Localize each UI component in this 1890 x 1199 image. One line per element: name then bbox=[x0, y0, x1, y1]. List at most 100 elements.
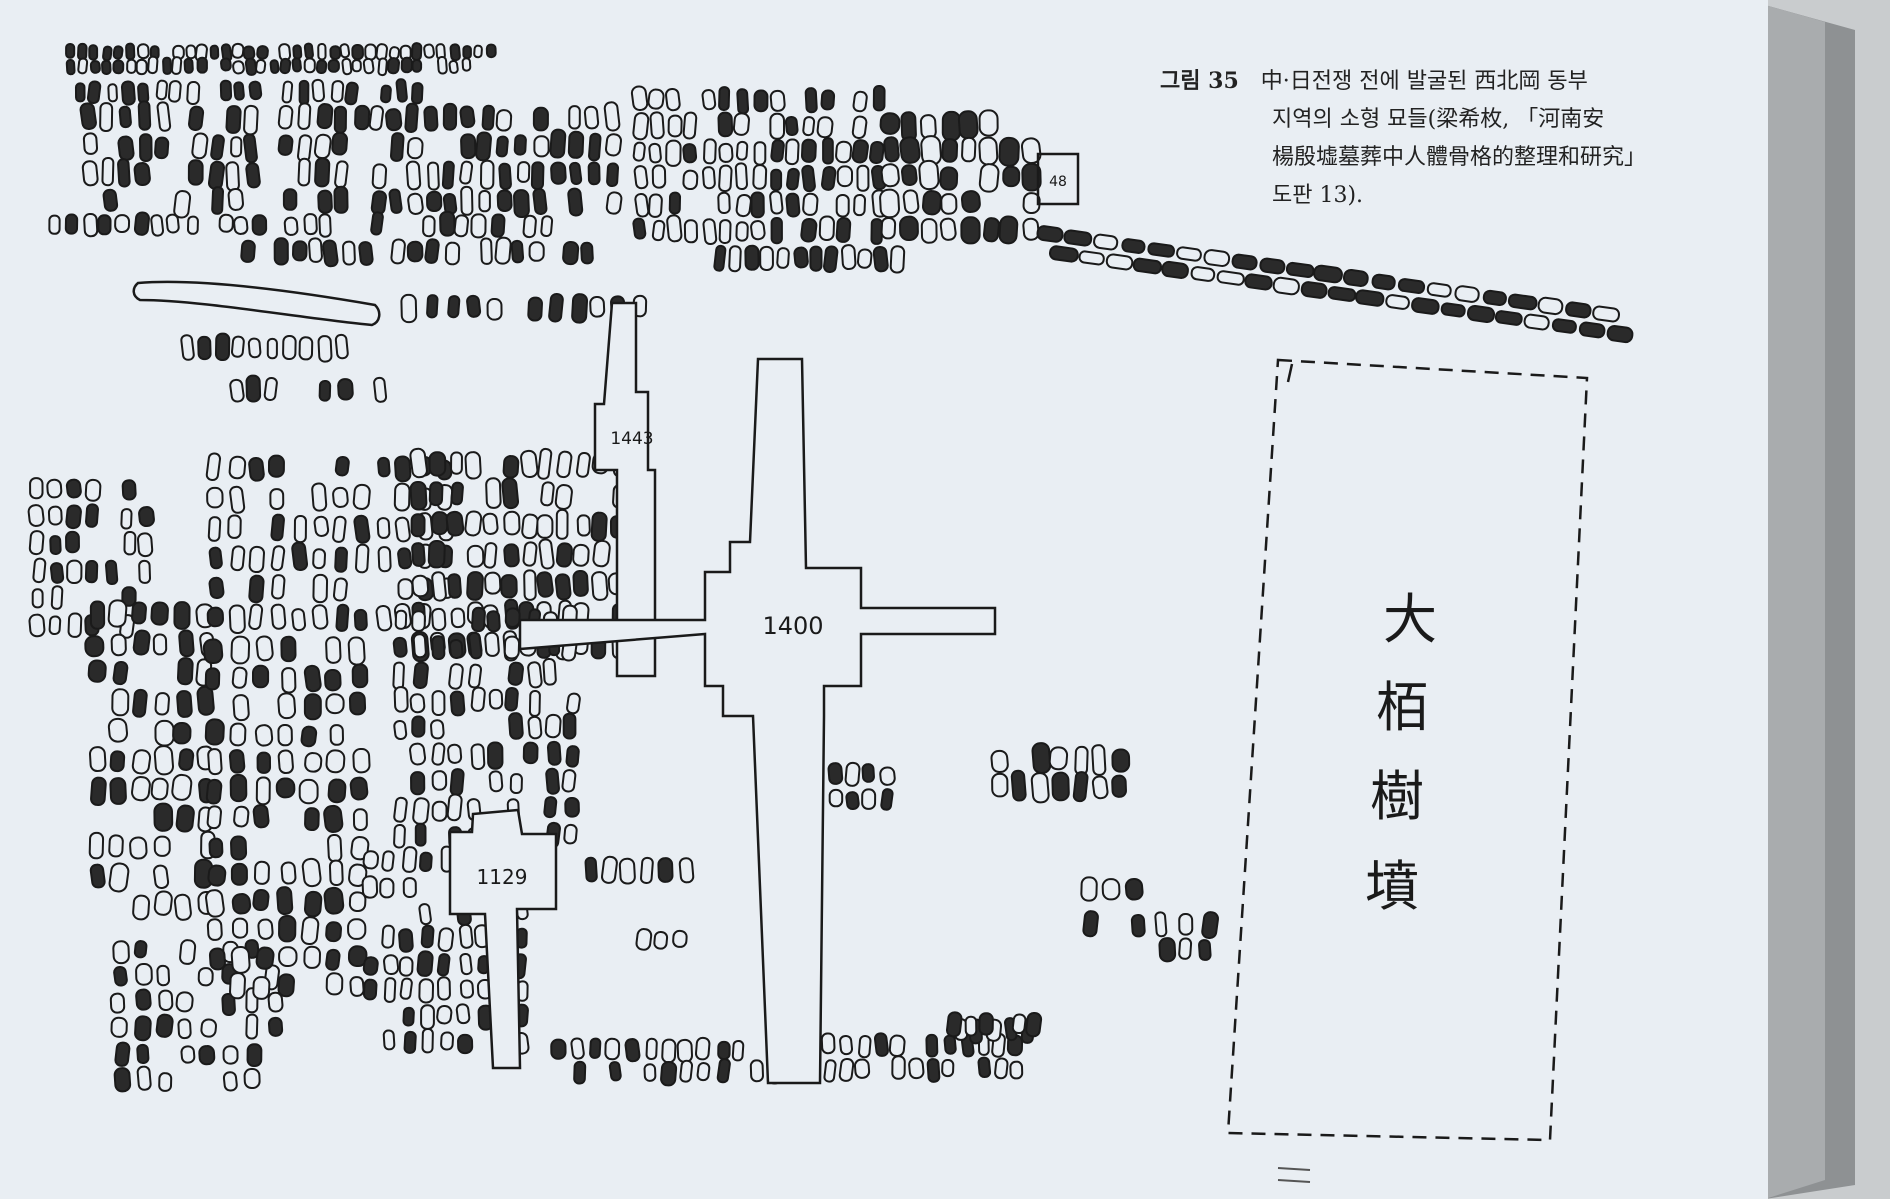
burial-pit bbox=[110, 633, 127, 657]
burial-pit bbox=[205, 889, 225, 918]
burial-pit bbox=[453, 214, 469, 238]
burial-pit bbox=[402, 877, 417, 899]
burial-pit bbox=[77, 57, 89, 75]
burial-pit bbox=[945, 1011, 963, 1038]
burial-pit bbox=[280, 635, 297, 663]
burial-pit bbox=[567, 130, 585, 159]
burial-pit bbox=[107, 599, 128, 628]
burial-pit bbox=[362, 978, 378, 1001]
burial-pit bbox=[735, 221, 749, 242]
burial-pit bbox=[1030, 772, 1050, 804]
burial-pit bbox=[341, 57, 353, 76]
burial-pit bbox=[696, 1062, 711, 1082]
burial-pit bbox=[133, 211, 150, 236]
burial-pit bbox=[349, 776, 369, 801]
burial-pit bbox=[503, 543, 520, 568]
burial-pit bbox=[717, 111, 734, 138]
burial-pit bbox=[820, 1032, 836, 1055]
burial-pit bbox=[112, 59, 125, 75]
burial-pit bbox=[488, 770, 504, 793]
burial-pit bbox=[504, 686, 519, 712]
burial-pit bbox=[448, 638, 464, 660]
burial-pit bbox=[186, 215, 199, 235]
burial-pit bbox=[982, 217, 1000, 243]
burial-pit bbox=[334, 333, 349, 360]
burial-pit bbox=[204, 718, 225, 746]
burial-pit bbox=[635, 928, 653, 951]
burial-pit bbox=[562, 712, 577, 740]
burial-pit bbox=[528, 241, 545, 262]
burial-pit bbox=[836, 165, 854, 188]
burial-pit bbox=[200, 1018, 218, 1038]
burial-pit bbox=[736, 88, 750, 115]
burial-pit bbox=[333, 185, 349, 214]
burial-pit bbox=[120, 80, 136, 106]
burial-pit bbox=[717, 1040, 731, 1061]
burial-pit bbox=[412, 633, 427, 659]
burial-pit bbox=[431, 690, 446, 717]
burial-pit bbox=[402, 1006, 415, 1027]
burial-pit bbox=[960, 216, 981, 245]
burial-pit bbox=[1124, 877, 1144, 901]
burial-pit bbox=[523, 569, 537, 601]
burial-pit bbox=[827, 762, 844, 785]
burial-pit bbox=[112, 940, 130, 965]
burial-pit bbox=[317, 42, 327, 61]
burial-pit bbox=[1385, 294, 1410, 310]
burial-pit bbox=[606, 162, 619, 188]
burial-pit bbox=[718, 164, 733, 193]
burial-pit bbox=[554, 573, 572, 601]
burial-pit bbox=[409, 447, 428, 479]
burial-pit bbox=[1078, 250, 1105, 266]
burial-pit bbox=[134, 1015, 152, 1042]
burial-pit bbox=[86, 80, 102, 105]
burial-pit bbox=[332, 515, 347, 543]
burial-pit bbox=[313, 133, 332, 160]
burial-pit bbox=[102, 45, 113, 62]
burial-pit bbox=[589, 1037, 602, 1059]
page-mark-1 bbox=[1277, 1167, 1311, 1171]
burial-pit bbox=[546, 740, 562, 766]
burial-pit bbox=[311, 482, 328, 512]
burial-pit bbox=[522, 741, 539, 765]
burial-pit bbox=[373, 376, 388, 403]
burial-pit bbox=[394, 609, 408, 630]
burial-pit bbox=[835, 140, 853, 164]
burial-pit bbox=[342, 240, 356, 266]
burial-pit bbox=[1592, 305, 1621, 323]
burial-pit bbox=[138, 559, 152, 584]
burial-pit bbox=[114, 1041, 131, 1067]
burial-pit bbox=[65, 478, 82, 499]
burial-pit bbox=[538, 538, 555, 570]
burial-pit bbox=[753, 89, 769, 113]
burial-pit bbox=[155, 1013, 174, 1038]
burial-pit bbox=[411, 610, 426, 632]
burial-pit bbox=[207, 516, 222, 542]
burial-pit bbox=[1111, 748, 1131, 773]
burial-pit bbox=[498, 162, 512, 191]
burial-pit bbox=[339, 43, 351, 59]
burial-pit bbox=[845, 791, 860, 811]
burial-pit bbox=[347, 945, 368, 968]
burial-pit bbox=[466, 544, 485, 568]
burial-pit bbox=[567, 187, 584, 217]
burial-pit bbox=[1105, 253, 1134, 271]
burial-pit bbox=[154, 719, 175, 747]
burial-pit bbox=[1072, 771, 1089, 803]
burial-pit bbox=[457, 1033, 474, 1055]
burial-pit bbox=[348, 891, 367, 913]
burial-pit bbox=[49, 562, 65, 584]
burial-pit bbox=[84, 478, 102, 502]
burial-pit bbox=[381, 924, 395, 949]
burial-pit bbox=[323, 804, 344, 833]
burial-pit bbox=[136, 43, 150, 60]
burial-pit bbox=[120, 508, 133, 530]
burial-pit bbox=[48, 615, 62, 636]
burial-pit bbox=[344, 81, 359, 106]
burial-pit bbox=[568, 105, 581, 130]
burial-pit bbox=[1091, 744, 1107, 776]
burial-pit bbox=[1031, 742, 1052, 775]
burial-pit bbox=[207, 864, 227, 887]
burial-pit bbox=[879, 112, 901, 135]
burial-pit bbox=[411, 58, 423, 73]
